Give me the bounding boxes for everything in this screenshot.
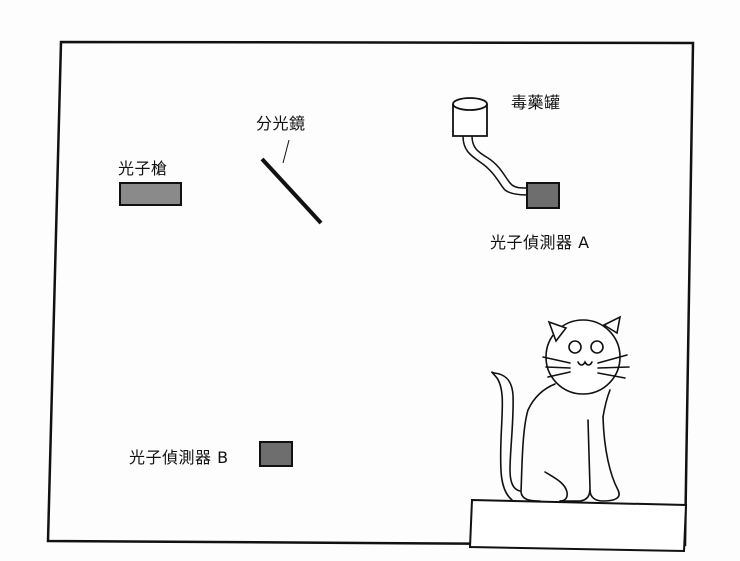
photon-detector-a — [526, 182, 560, 209]
poison-tube — [462, 135, 528, 196]
poison-jar-label: 毒藥罐 — [511, 93, 561, 112]
detector-a-label: 光子偵測器 A — [490, 233, 590, 252]
detector-b-label: 光子偵測器 B — [129, 448, 229, 467]
poison-jar — [452, 97, 488, 137]
cat — [491, 315, 630, 502]
beam-splitter-label: 分光鏡 — [256, 114, 306, 133]
photon-gun — [119, 182, 182, 206]
beam-splitter-pointer — [282, 139, 290, 164]
cat-platform — [468, 498, 688, 553]
beam-splitter-mirror — [260, 157, 323, 225]
room-frame — [46, 40, 695, 547]
photon-detector-b — [259, 441, 293, 467]
photon-gun-label: 光子槍 — [118, 159, 168, 178]
